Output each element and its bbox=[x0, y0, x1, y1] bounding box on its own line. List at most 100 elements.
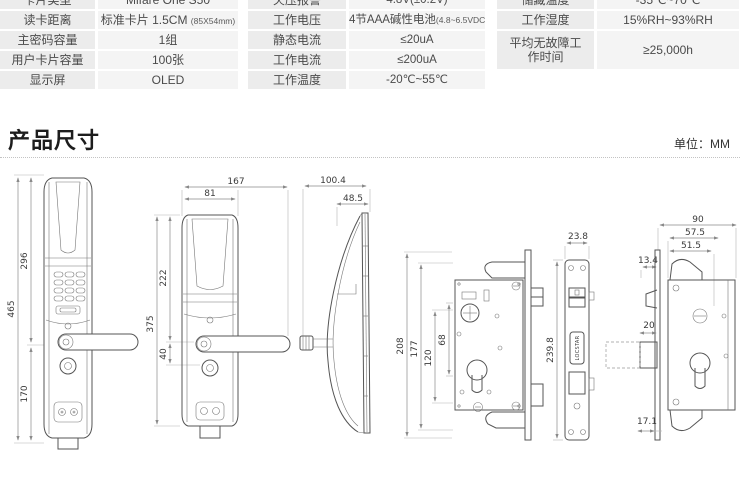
brand-plate bbox=[569, 331, 585, 365]
dim-label: 48.5 bbox=[343, 194, 363, 204]
dim-label: 23.8 bbox=[568, 232, 588, 242]
spec-label: 显示屏 bbox=[0, 71, 95, 89]
unit-label: 单位：MM bbox=[674, 137, 730, 151]
cylinder-profile bbox=[689, 352, 711, 374]
drawing-mortise-front: 208 177 120 68 bbox=[396, 249, 544, 441]
spec-row: 工作电压 4节AAA碱性电池(4.8~6.5VDC) bbox=[248, 11, 485, 29]
spec-value-text: 15%RH~93%RH bbox=[623, 13, 713, 27]
spec-value-text: 1组 bbox=[158, 33, 178, 47]
spec-label: 欠压报警 bbox=[248, 0, 346, 9]
dim-label: 81 bbox=[204, 189, 215, 199]
spec-value-text: 4.8V(±0.2V) bbox=[386, 0, 448, 6]
spec-group-electrical: 欠压报警 4.8V(±0.2V) 工作电压 4节AAA碱性电池(4.8~6.5V… bbox=[248, 0, 485, 91]
key-cylinder bbox=[59, 357, 77, 375]
spec-value: OLED bbox=[98, 71, 238, 89]
dim-label: 100.4 bbox=[320, 176, 346, 186]
spec-value: ≤20uA bbox=[349, 31, 485, 49]
spec-value: ≤200uA bbox=[349, 51, 485, 69]
spec-label: 工作电压 bbox=[248, 11, 346, 29]
page-title: 产品尺寸 bbox=[8, 128, 101, 153]
spec-value: -20℃~55℃ bbox=[349, 71, 485, 89]
dim-label: 239.8 bbox=[546, 337, 556, 363]
spec-value-text: Mifare One S50 bbox=[125, 0, 211, 7]
drawing-front-exterior: 465 296 170 bbox=[7, 174, 139, 450]
spec-value-text: ≤20uA bbox=[400, 34, 434, 46]
dim-label: 17.1 bbox=[637, 417, 657, 427]
spec-value: 4节AAA碱性电池(4.8~6.5VDC) bbox=[349, 11, 485, 29]
spec-value-text: 标准卡片 1.5CM bbox=[100, 13, 191, 27]
dim-label: 296 bbox=[20, 252, 30, 269]
spec-value: 4.8V(±0.2V) bbox=[349, 0, 485, 9]
thumb-turn bbox=[201, 359, 219, 377]
spec-value-text: 100张 bbox=[151, 53, 185, 67]
spec-label: 工作湿度 bbox=[497, 11, 594, 29]
spec-label: 储藏温度 bbox=[497, 0, 594, 9]
spec-label: 工作电流 bbox=[248, 51, 346, 69]
dim-label: 90 bbox=[692, 215, 704, 225]
dim-label: 40 bbox=[159, 348, 169, 360]
spec-label: 平均无故障工作时间 bbox=[497, 31, 594, 69]
drawing-mortise-side: 90 57.5 51.5 13.4 20 17.1 bbox=[605, 215, 737, 441]
dim-label: 465 bbox=[7, 300, 17, 317]
dim-label: 208 bbox=[396, 337, 406, 354]
dim-label: 68 bbox=[438, 334, 448, 346]
dim-label: 170 bbox=[20, 385, 30, 402]
spec-value-text: ≥25,000h bbox=[643, 43, 693, 57]
dim-label: 51.5 bbox=[681, 241, 701, 251]
dim-label: 120 bbox=[424, 349, 434, 366]
cylinder-hole bbox=[466, 359, 488, 381]
spec-row: 工作湿度 15%RH~93%RH bbox=[497, 11, 739, 29]
spec-value-text: -35℃~70℃ bbox=[635, 0, 701, 7]
drawings-svg: 465 296 170 167 81 bbox=[7, 174, 737, 450]
spec-value-note: (85X54mm) bbox=[190, 16, 236, 26]
dim-label: 13.4 bbox=[638, 256, 658, 266]
brand-label: LOCSTAR bbox=[575, 335, 581, 360]
spec-label: 用户卡片容量 bbox=[0, 51, 95, 69]
spec-value-note: (4.8~6.5VDC) bbox=[435, 15, 485, 25]
spec-row: 卡片类型 Mifare One S50 bbox=[0, 0, 238, 9]
spec-label: 静态电流 bbox=[248, 31, 346, 49]
spec-value: ≥25,000h bbox=[597, 31, 739, 69]
section-header: 产品尺寸 单位：MM bbox=[0, 119, 740, 158]
dim-label: 167 bbox=[227, 177, 244, 187]
keypad bbox=[53, 271, 86, 302]
spec-group-environment: 储藏温度 -35℃~70℃ 工作湿度 15%RH~93%RH 平均无故障工作时间… bbox=[497, 0, 739, 71]
spec-value: 1组 bbox=[98, 31, 238, 49]
spec-value: 100张 bbox=[98, 51, 238, 69]
spec-row: 工作温度 -20℃~55℃ bbox=[248, 71, 485, 89]
spec-value: 15%RH~93%RH bbox=[597, 11, 739, 29]
spec-value-text: ≤200uA bbox=[397, 54, 437, 66]
spec-value: 标准卡片 1.5CM (85X54mm) bbox=[98, 11, 238, 29]
dim-label: 177 bbox=[410, 340, 420, 357]
spec-value-text: OLED bbox=[151, 73, 185, 87]
spec-label: 卡片类型 bbox=[0, 0, 95, 9]
handle bbox=[57, 333, 139, 351]
spec-row: 主密码容量 1组 bbox=[0, 31, 238, 49]
spec-row: 欠压报警 4.8V(±0.2V) bbox=[248, 0, 485, 9]
spec-value-text: 4节AAA碱性电池 bbox=[349, 14, 436, 26]
handle bbox=[195, 335, 291, 353]
dim-label: 375 bbox=[146, 315, 156, 332]
spec-label: 工作温度 bbox=[248, 71, 346, 89]
handle-knob bbox=[299, 335, 333, 351]
dim-label: 222 bbox=[159, 269, 169, 286]
dim-label: 57.5 bbox=[685, 228, 705, 238]
spec-row: 用户卡片容量 100张 bbox=[0, 51, 238, 69]
spec-label: 读卡距离 bbox=[0, 11, 95, 29]
spec-row: 读卡距离 标准卡片 1.5CM (85X54mm) bbox=[0, 11, 238, 29]
spec-row: 工作电流 ≤200uA bbox=[248, 51, 485, 69]
dim-label: 20 bbox=[643, 321, 655, 331]
spec-label: 主密码容量 bbox=[0, 31, 95, 49]
spindle-hub bbox=[460, 303, 480, 323]
drawing-faceplate: 23.8 239.8 LOCSTAR bbox=[546, 232, 595, 441]
spec-group-card: 卡片类型 Mifare One S50 读卡距离 标准卡片 1.5CM (85X… bbox=[0, 0, 238, 91]
spec-value: -35℃~70℃ bbox=[597, 0, 739, 9]
spec-row: 静态电流 ≤20uA bbox=[248, 31, 485, 49]
dimension-drawings: 465 296 170 167 81 bbox=[0, 166, 740, 479]
spec-row: 平均无故障工作时间 ≥25,000h bbox=[497, 31, 739, 69]
spec-value: Mifare One S50 bbox=[98, 0, 238, 9]
spec-value-text: -20℃~55℃ bbox=[386, 74, 448, 86]
spec-row: 储藏温度 -35℃~70℃ bbox=[497, 0, 739, 9]
spec-table: 卡片类型 Mifare One S50 读卡距离 标准卡片 1.5CM (85X… bbox=[0, 0, 740, 92]
drawing-side-profile: 100.4 48.5 bbox=[299, 176, 371, 434]
